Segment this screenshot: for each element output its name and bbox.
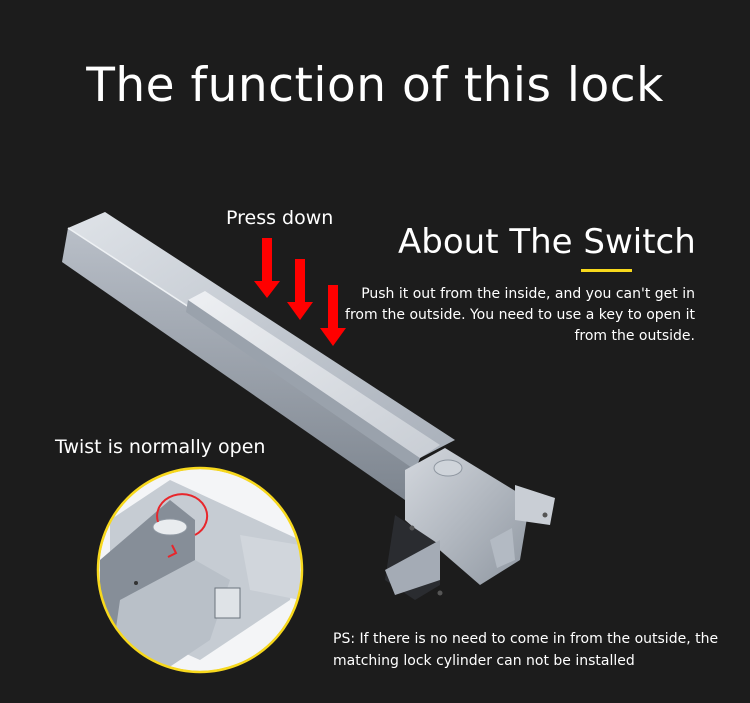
press-down-label: Press down [226, 207, 334, 229]
rotate-clockwise-icon [156, 493, 209, 558]
arrow-down-icon [254, 238, 280, 298]
heading-underline [581, 269, 632, 272]
arrow-down-icon [320, 285, 346, 346]
arrow-down-icon [287, 259, 313, 320]
footnote: PS: If there is no need to come in from … [333, 631, 719, 669]
twist-label: Twist is normally open [55, 436, 266, 458]
switch-description: Push it out from the inside, and you can… [345, 286, 695, 344]
page-title: The function of this lock [86, 58, 664, 113]
switch-heading: About The Switch [398, 222, 696, 262]
